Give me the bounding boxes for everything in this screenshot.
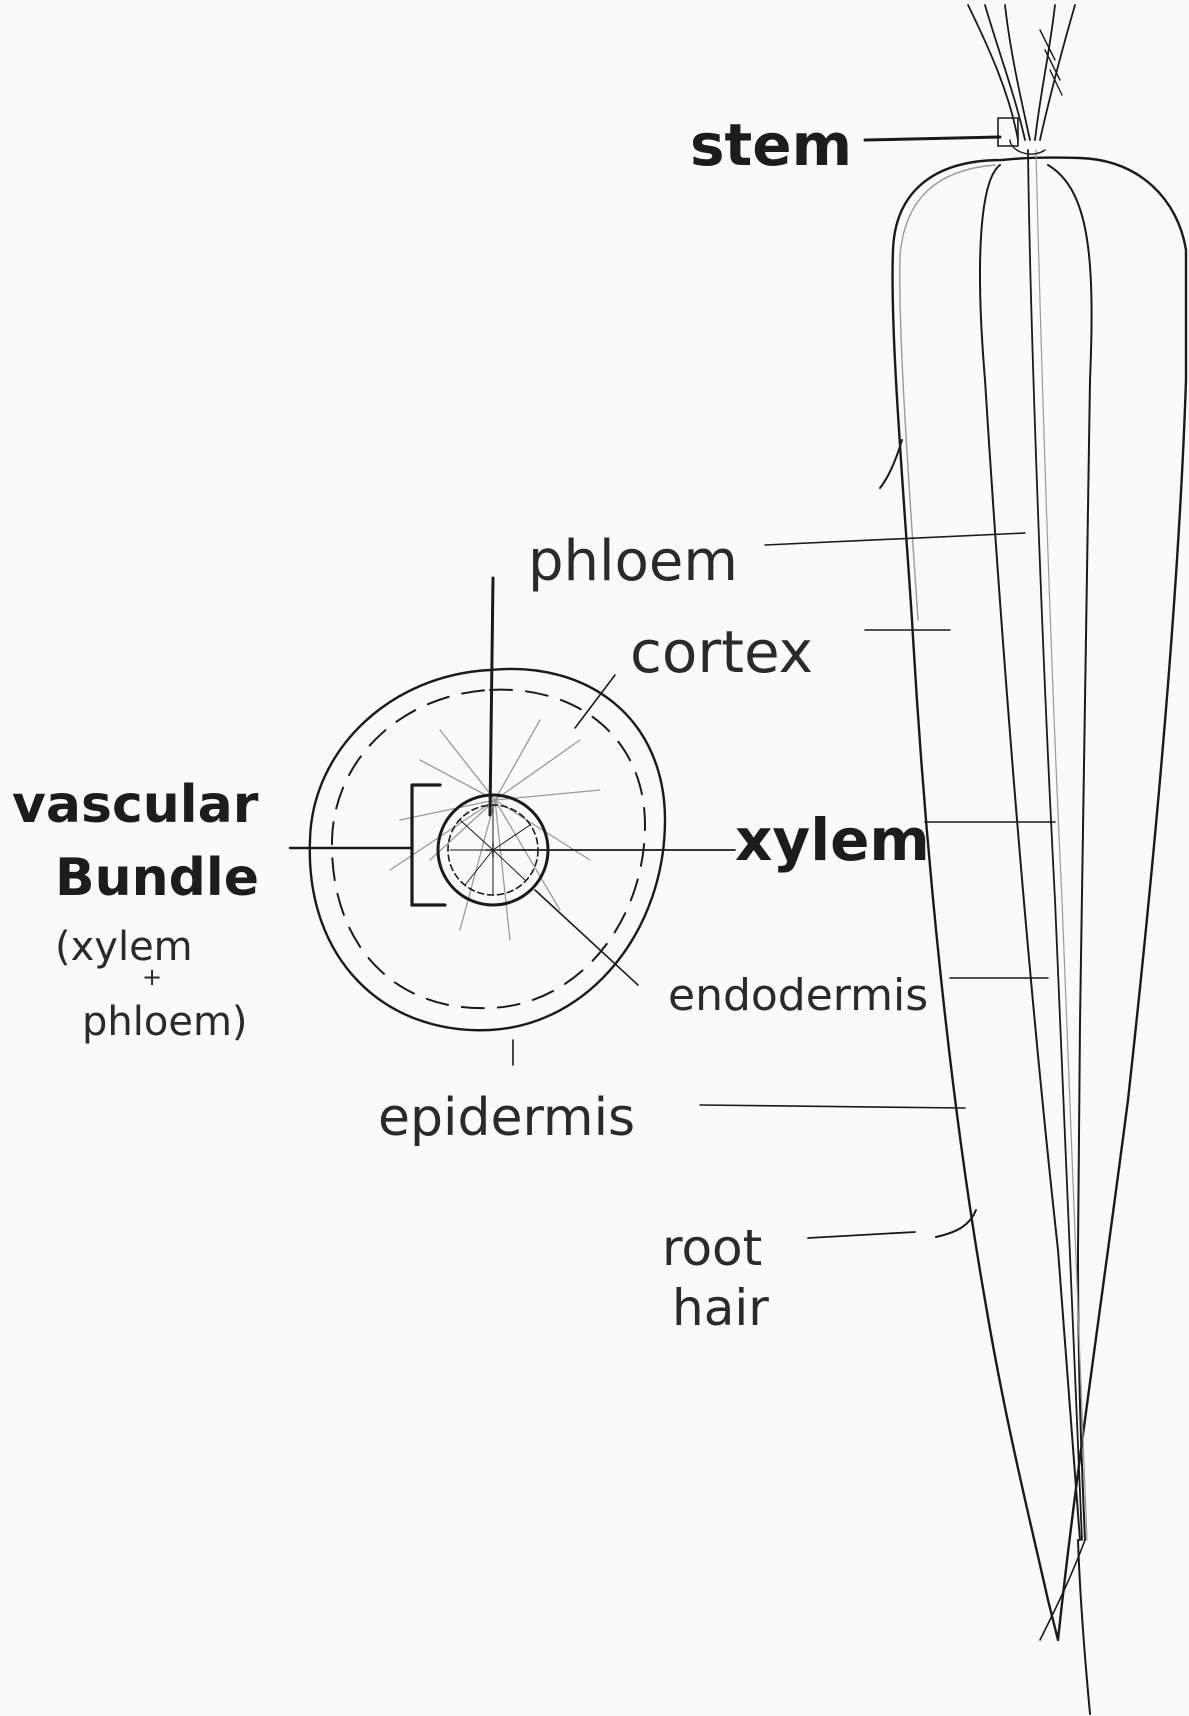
root-hair-upper (880, 440, 902, 488)
label-vascular-line1: vascular (12, 775, 259, 835)
root-hair-leader (808, 1232, 915, 1238)
stem-drawing (968, 5, 1075, 154)
label-vascular-note-plus: + (142, 963, 162, 991)
root-vascular-core (1028, 150, 1082, 1540)
label-root-hair-line1: root (662, 1219, 762, 1277)
stem-leader (865, 137, 1000, 140)
label-xylem: xylem (735, 806, 930, 874)
endodermis-leader-short (535, 890, 638, 985)
phloem-leader-long (765, 533, 1025, 545)
label-cortex: cortex (630, 618, 813, 686)
epidermis-leader-long (700, 1105, 965, 1108)
label-vascular-line2: Bundle (55, 848, 259, 908)
label-vascular-note-1: (xylem (55, 924, 193, 970)
label-root-hair-line2: hair (672, 1279, 769, 1337)
phloem-leader-vertical (490, 578, 493, 815)
label-epidermis: epidermis (378, 1088, 635, 1148)
label-phloem: phloem (528, 529, 738, 594)
root-outline (893, 158, 1186, 1640)
root-tip (1078, 1540, 1090, 1714)
leader-lines (290, 137, 1055, 1238)
root-vascular-core-sketch (1036, 150, 1087, 1540)
labels: stem phloem cortex vascular Bundle (xyle… (12, 111, 930, 1337)
cortex-radial-lines (390, 720, 600, 940)
label-endodermis: endodermis (668, 970, 928, 1021)
label-vascular-note-2: phloem) (82, 999, 248, 1045)
label-stem: stem (690, 111, 852, 179)
root-inner-line-left (980, 165, 1080, 1540)
root-inner-line-right (1048, 165, 1092, 1540)
